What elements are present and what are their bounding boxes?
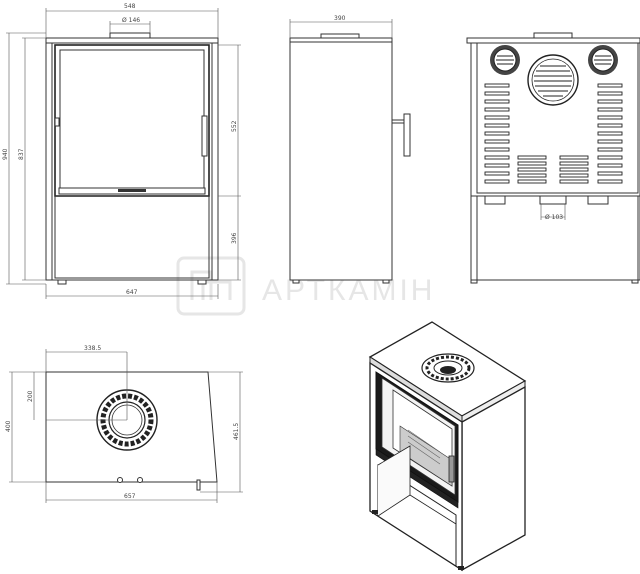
dim-front-height-inner: 837 — [18, 148, 25, 160]
dim-front-width-top: 548 — [124, 3, 136, 10]
dim-front-width-bottom: 647 — [126, 289, 138, 296]
dim-front-base-height: 396 — [231, 232, 238, 244]
dim-top-flue-y-small: 200 — [27, 390, 34, 402]
watermark: АРТКАМІН — [176, 256, 435, 316]
rear-center-vent — [527, 54, 579, 106]
dim-rear-air-inlet: Ø 103 — [545, 214, 563, 221]
rear-slots-right — [597, 83, 623, 184]
dim-top-depth-right: 461.5 — [233, 423, 240, 440]
dim-top-width: 657 — [124, 493, 136, 500]
rear-left-vent — [490, 45, 520, 75]
rear-view: Ø 103 — [466, 32, 640, 284]
watermark-text: АРТКАМІН — [262, 274, 435, 307]
rear-right-vent — [588, 45, 618, 75]
dim-flue-diameter: Ø 146 — [122, 17, 140, 24]
dim-front-door-height: 552 — [231, 120, 238, 132]
dim-front-height-total: 940 — [2, 148, 9, 160]
rear-slots-center — [517, 155, 589, 184]
rear-slots-left — [484, 83, 510, 184]
dim-side-depth: 390 — [334, 15, 346, 22]
front-view: 548 Ø 146 940 837 552 396 647 — [2, 3, 241, 299]
dim-top-flue-x: 338.5 — [84, 345, 101, 352]
isometric-view — [368, 321, 527, 572]
side-view: 390 — [289, 15, 411, 284]
top-view: 338.5 200 400 461.5 657 — [5, 345, 243, 503]
dim-top-depth-left: 400 — [5, 420, 12, 432]
